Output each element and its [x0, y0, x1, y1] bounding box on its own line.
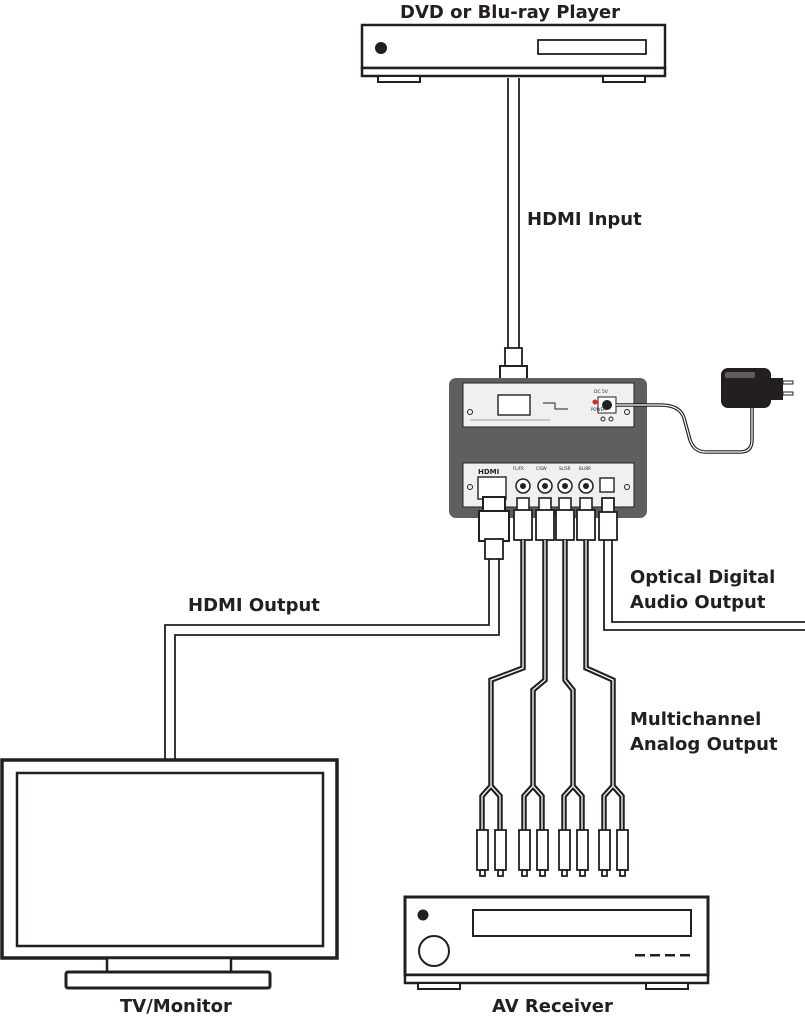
port-label-c-sw: C/SW: [536, 466, 547, 471]
dc-5v-text: DC 5V: [594, 389, 609, 395]
hdmi-logo-text: HDMI: [478, 468, 499, 476]
rca-cable-sl-sr: [555, 497, 585, 832]
rca-cable-bl-br: [576, 497, 625, 832]
tv-monitor-icon: [0, 758, 339, 990]
hdmi-decoder-icon: DC 5V POWER HDMI FL/FR C/SW SL/SR BL/BR: [449, 378, 647, 518]
port-label-fl-fr: FL/FR: [513, 466, 524, 471]
hdmi-input-cable: [499, 78, 528, 415]
hdmi-input-label: HDMI Input: [527, 209, 642, 230]
optical-label-line1: Optical Digital: [630, 567, 776, 588]
rca-cable-c-sw: [521, 497, 555, 832]
av-receiver-label: AV Receiver: [492, 996, 613, 1017]
multichannel-label-line1: Multichannel: [630, 709, 762, 730]
dvd-player-icon: [360, 23, 667, 83]
rca-cable-fl-fr: [479, 497, 533, 832]
rca-cable-bundle: [476, 497, 629, 877]
hdmi-output-label: HDMI Output: [188, 595, 320, 616]
port-label-bl-br: BL/BR: [579, 466, 591, 471]
hdmi-output-cable: [164, 496, 510, 760]
optical-cable: [598, 497, 805, 631]
port-label-sl-sr: SL/SR: [559, 466, 571, 471]
dvd-player-label: DVD or Blu-ray Player: [400, 2, 621, 23]
tv-monitor-label: TV/Monitor: [120, 996, 232, 1017]
power-text: POWER: [591, 407, 606, 412]
rca-plugs: [476, 829, 629, 877]
av-receiver-icon: [403, 895, 710, 990]
optical-label-line2: Audio Output: [630, 592, 766, 613]
power-adapter-icon: [616, 368, 794, 454]
multichannel-label-line2: Analog Output: [630, 734, 778, 755]
